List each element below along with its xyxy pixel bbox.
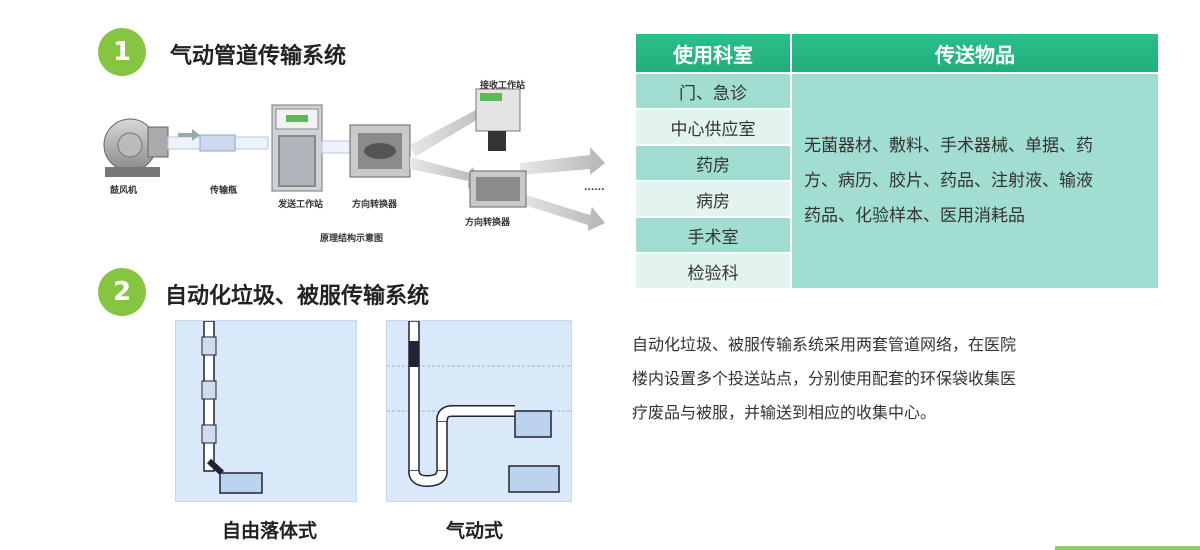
diagram-ellipsis: ...... [584, 183, 605, 193]
caption-pneumatic: 气动式 [446, 520, 504, 542]
switcher-illustration [349, 124, 411, 178]
section-number-badge: 1 [98, 28, 146, 76]
table-cell-department: 中心供应室 [634, 108, 792, 146]
table-header-department: 使用科室 [634, 32, 792, 74]
diagram-label-switcher-1: 方向转换器 [352, 200, 398, 210]
section-number-badge-2: 2 [98, 268, 146, 316]
system-description: 自动化垃圾、被服传输系统采用两套管道网络，在医院 楼内设置多个投送站点，分别使用… [632, 328, 1172, 430]
table-cell-department: 检验科 [634, 252, 792, 290]
pneumatic-trash-illustration [387, 320, 571, 493]
caption-free-fall: 自由落体式 [222, 520, 318, 542]
description-line: 楼内设置多个投送站点，分别使用配套的环保袋收集医 [632, 369, 1017, 388]
free-fall-illustration [201, 320, 263, 494]
free-fall-diagram [175, 320, 357, 502]
diagram-label-receive-station: 接收工作站 [480, 81, 526, 91]
send-station-illustration [271, 104, 323, 192]
diagram-illustration [103, 88, 605, 231]
table-cell-department: 门、急诊 [634, 72, 792, 110]
diagram-label-send-station: 发送工作站 [278, 200, 324, 210]
diagram-label-transfer-bottle: 传输瓶 [210, 186, 238, 196]
pneumatic-system-diagram: 鼓风机 传输瓶 发送工作站 方向转换器 接收工作站 方向转换器 原理结构示意图 … [100, 75, 620, 255]
diagram-label-switcher-2: 方向转换器 [465, 218, 511, 228]
diagram-caption: 原理结构示意图 [320, 234, 384, 244]
section-title-2: 自动化垃圾、被服传输系统 [165, 284, 430, 309]
table-cell-department: 病房 [634, 180, 792, 218]
diagram-label-blower: 鼓风机 [110, 186, 138, 196]
table-cell-department: 手术室 [634, 216, 792, 254]
blower-illustration [103, 118, 169, 177]
switcher-illustration-2 [469, 170, 527, 208]
items-line: 药品、化验样本、医用消耗品 [804, 205, 1025, 226]
table-cell-items: 无菌器材、敷料、手术器械、单据、药 方、病历、胶片、药品、注射液、输液 药品、化… [790, 72, 1160, 290]
table-cell-department: 药房 [634, 144, 792, 182]
description-line: 疗废品与被服，并输送到相应的收集中心。 [632, 403, 937, 422]
description-line: 自动化垃圾、被服传输系统采用两套管道网络，在医院 [632, 335, 1017, 354]
items-line: 方、病历、胶片、药品、注射液、输液 [804, 170, 1093, 191]
section-title: 气动管道传输系统 [170, 44, 347, 69]
items-line: 无菌器材、敷料、手术器械、单据、药 [804, 135, 1093, 156]
table-header-items: 传送物品 [790, 32, 1160, 74]
pneumatic-trash-diagram [386, 320, 572, 502]
department-items-table: 使用科室 传送物品 门、急诊 无菌器材、敷料、手术器械、单据、药 方、病历、胶片… [634, 32, 1160, 290]
receive-station-illustration [475, 88, 521, 151]
bottom-accent-line [1055, 546, 1200, 550]
